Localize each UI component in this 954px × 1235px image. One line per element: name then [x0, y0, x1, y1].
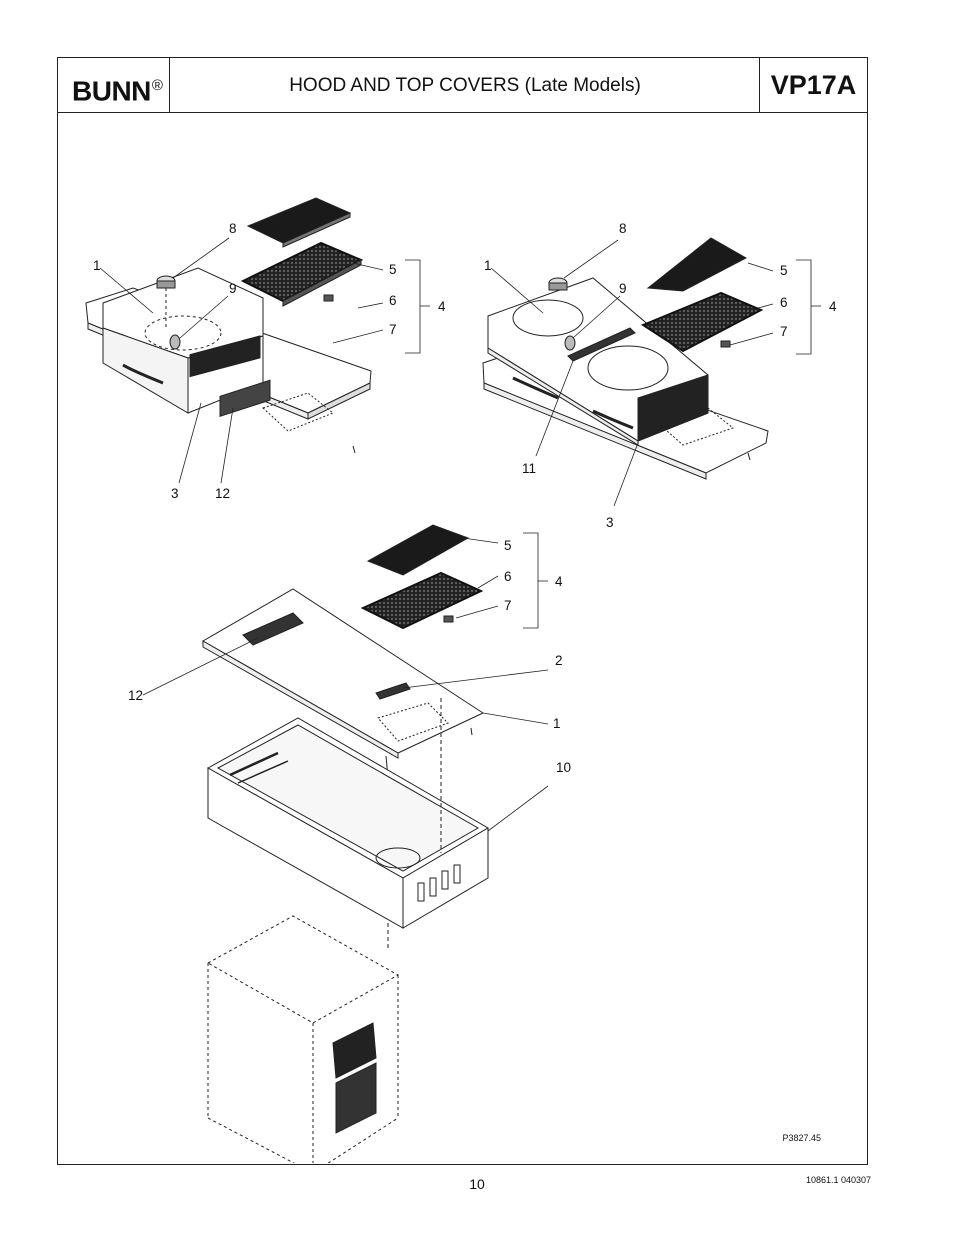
callout-left-12: 12 — [215, 486, 230, 501]
callout-left-9: 9 — [229, 281, 237, 296]
header-bar: BUNN® HOOD AND TOP COVERS (Late Models) … — [58, 58, 867, 113]
right-hood-assembly — [482, 237, 769, 480]
callout-bottom-6: 6 — [504, 569, 512, 584]
callout-left-3: 3 — [171, 486, 179, 501]
brand-logo: BUNN® — [58, 58, 170, 112]
callouts-right: 8 1 9 5 6 4 7 11 3 — [484, 221, 837, 530]
page-frame: BUNN® HOOD AND TOP COVERS (Late Models) … — [57, 57, 868, 1165]
callout-left-6: 6 — [389, 293, 397, 308]
callout-left-5: 5 — [389, 262, 397, 277]
bottom-assembly — [201, 524, 489, 1163]
left-hood-assembly — [85, 197, 372, 454]
callout-right-3: 3 — [606, 515, 614, 530]
callout-right-4: 4 — [829, 299, 837, 314]
callouts-bottom: 5 6 4 7 2 12 1 10 — [128, 538, 571, 775]
callout-left-4: 4 — [438, 299, 446, 314]
page-number: 10 — [469, 1176, 485, 1192]
callout-right-1: 1 — [484, 258, 492, 273]
callout-right-11: 11 — [522, 461, 536, 476]
registered-mark: ® — [151, 77, 163, 94]
callout-bottom-7: 7 — [504, 598, 512, 613]
left-leaders — [99, 237, 430, 484]
callout-bottom-4: 4 — [555, 574, 563, 589]
page-title: HOOD AND TOP COVERS (Late Models) — [289, 75, 641, 96]
callout-right-8: 8 — [619, 221, 627, 236]
callout-right-9: 9 — [619, 281, 627, 296]
figure-code: P3827.45 — [782, 1133, 821, 1143]
callout-bottom-2: 2 — [555, 653, 563, 668]
bottom-leaders — [142, 532, 549, 832]
callouts-left: 8 1 9 5 6 4 7 3 12 — [93, 221, 446, 501]
callout-right-7: 7 — [780, 324, 788, 339]
exploded-parts-diagram: 8 1 9 5 6 4 7 3 12 8 1 9 5 6 4 7 11 3 5 … — [85, 197, 837, 1163]
callout-left-1: 1 — [93, 258, 101, 273]
callout-right-6: 6 — [780, 295, 788, 310]
model-number: VP17A — [759, 58, 867, 112]
callout-bottom-5: 5 — [504, 538, 512, 553]
document-code: 10861.1 040307 — [806, 1175, 872, 1185]
callout-left-7: 7 — [389, 322, 397, 337]
brand-name: BUNN — [72, 75, 151, 107]
callout-right-5: 5 — [780, 263, 788, 278]
lower-housing — [206, 915, 400, 1163]
right-leaders — [490, 239, 821, 507]
callout-bottom-10: 10 — [556, 760, 571, 775]
callout-left-8: 8 — [229, 221, 237, 236]
callout-bottom-1: 1 — [553, 716, 561, 731]
callout-bottom-12: 12 — [128, 688, 143, 703]
